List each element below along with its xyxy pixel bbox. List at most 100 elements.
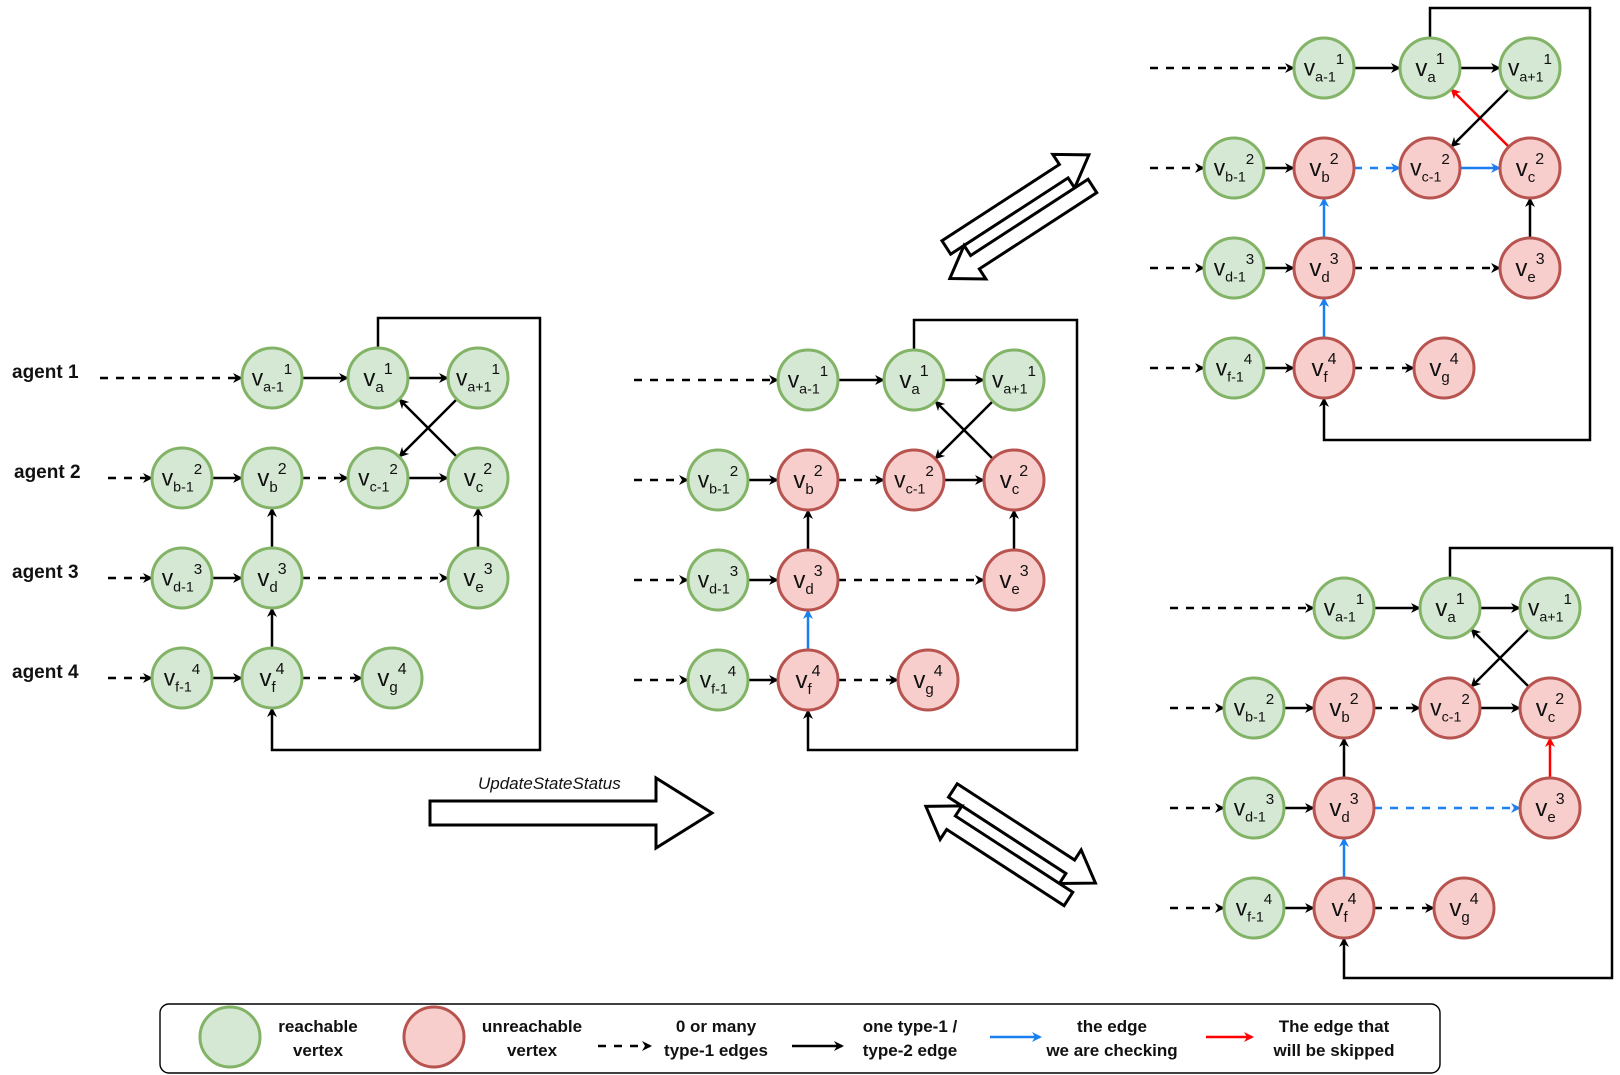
vertex-va-label: va1: [1435, 591, 1464, 626]
vertex-circle: [1498, 136, 1562, 200]
vertex-vd1-label: vd-13: [1234, 791, 1274, 825]
edge-vap-vc1: [398, 398, 458, 458]
vertex-va1-label: va-11: [1324, 591, 1364, 625]
vertex-vd-label: vd3: [257, 561, 286, 596]
vertex-circle: [1498, 36, 1562, 100]
vertex-circle: [1418, 676, 1482, 740]
wait-loop-edge: [1339, 546, 1614, 980]
vertex-vd-label: vd3: [793, 563, 822, 598]
double-arrow-bottom: [923, 781, 1098, 908]
vertex-vd-label: vd3: [1329, 791, 1358, 826]
vertex-circle: [1222, 676, 1286, 740]
vertex-va: va1: [882, 348, 946, 412]
vertex-vb-label: vb2: [1329, 691, 1358, 726]
vertex-circle: [1398, 136, 1462, 200]
vertex-vg-label: vg4: [1449, 891, 1478, 926]
vertex-vap-label: va+11: [456, 361, 500, 395]
vertex-vc1: vc-12: [1418, 676, 1482, 740]
vertex-circle: [686, 448, 750, 512]
vertex-ve-label: ve3: [1515, 251, 1544, 286]
vertex-vb1: vb-12: [150, 446, 214, 510]
agent-1-label: agent 1: [12, 362, 79, 383]
vertex-circle: [1518, 576, 1582, 640]
vertex-va1: va-11: [240, 346, 304, 410]
vertex-circle: [1398, 36, 1462, 100]
edge-vap-vc1: [1450, 88, 1510, 148]
vertex-vf1-label: vf-14: [1236, 891, 1273, 925]
vertex-circle: [240, 546, 304, 610]
vertex-vf1: vf-14: [1222, 876, 1286, 940]
legend-reachable-line1: reachable: [278, 1017, 357, 1036]
vertex-ve: ve3: [1498, 236, 1562, 300]
vertex-vap-label: va+11: [1528, 591, 1572, 625]
vertex-circle: [982, 348, 1046, 412]
vertex-vap: va+11: [982, 348, 1046, 412]
vertex-circle: [1292, 236, 1356, 300]
legend-unreachable-swatch: [402, 1005, 466, 1069]
vertex-vc1: vc-12: [1398, 136, 1462, 200]
vertex-vf: vf4: [1312, 876, 1376, 940]
vertex-circle: [1202, 136, 1266, 200]
vertex-vf1: vf-14: [1202, 336, 1266, 400]
legend-unreachable-line2: vertex: [507, 1041, 558, 1060]
legend-dashed-line2: type-1 edges: [664, 1041, 768, 1060]
vertex-circle: [150, 646, 214, 710]
vertex-ve: ve3: [982, 548, 1046, 612]
vertex-vb1: vb-12: [1202, 136, 1266, 200]
vertex-vb: vb2: [1292, 136, 1356, 200]
vertex-circle: [150, 546, 214, 610]
vertex-vd1-label: vd-13: [162, 561, 202, 595]
legend-solid-line2: type-2 edge: [863, 1041, 957, 1060]
edge-vap-vc1: [1470, 628, 1530, 688]
vertex-vap: va+11: [1498, 36, 1562, 100]
vertex-vc1-label: vc-12: [358, 461, 398, 495]
vertex-circle: [1312, 576, 1376, 640]
vertex-vc: vc2: [982, 448, 1046, 512]
vertex-circle: [1292, 136, 1356, 200]
vertex-vd: vd3: [776, 548, 840, 612]
update-state-status-arrow: UpdateStateStatus: [428, 774, 715, 851]
vertex-vap: va+11: [446, 346, 510, 410]
vertex-circle: [346, 446, 410, 510]
legend-reachable-line2: vertex: [293, 1041, 344, 1060]
vertex-vb-label: vb2: [793, 463, 822, 498]
vertex-vg-label: vg4: [377, 661, 406, 696]
agent-3-label: agent 3: [12, 562, 79, 583]
vertex-circle: [896, 648, 960, 712]
vertex-vd1-label: vd-13: [1214, 251, 1254, 285]
vertex-circle: [360, 646, 424, 710]
vertex-circle: [882, 448, 946, 512]
vertex-circle: [1312, 676, 1376, 740]
vertex-circle: [446, 346, 510, 410]
legend-skipped-line1: The edge that: [1279, 1017, 1390, 1036]
vertex-va1: va-11: [1312, 576, 1376, 640]
vertex-vc1: vc-12: [346, 446, 410, 510]
vertex-circle: [240, 346, 304, 410]
legend-checking-line2: we are checking: [1045, 1041, 1177, 1060]
vertex-vf-label: vf4: [1311, 351, 1336, 386]
vertex-vd1: vd-13: [686, 548, 750, 612]
vertex-vc1-label: vc-12: [1430, 691, 1470, 725]
vertex-vg: vg4: [1412, 336, 1476, 400]
vertex-circle: [1222, 876, 1286, 940]
vertex-circle: [446, 546, 510, 610]
vertex-circle: [1292, 336, 1356, 400]
vertex-vc-label: vc2: [1000, 463, 1029, 498]
legend-dashed-line1: 0 or many: [676, 1017, 757, 1036]
vertex-vb: vb2: [1312, 676, 1376, 740]
vertex-vd1-label: vd-13: [698, 563, 738, 597]
vertex-va: va1: [346, 346, 410, 410]
vertex-circle: [240, 646, 304, 710]
vertex-circle: [776, 348, 840, 412]
vertex-vd1: vd-13: [150, 546, 214, 610]
legend-unreachable-line1: unreachable: [482, 1017, 582, 1036]
vertex-circle: [982, 548, 1046, 612]
vertex-vg-label: vg4: [913, 663, 942, 698]
vertex-vd1: vd-13: [1202, 236, 1266, 300]
vertex-circle: [240, 446, 304, 510]
vertex-ve: ve3: [446, 546, 510, 610]
vertex-vg: vg4: [896, 648, 960, 712]
